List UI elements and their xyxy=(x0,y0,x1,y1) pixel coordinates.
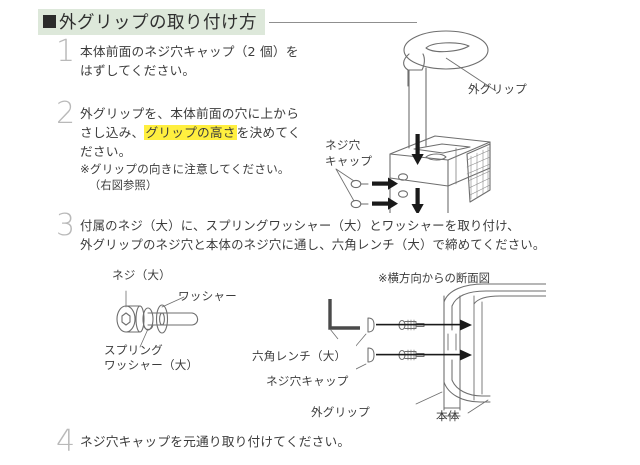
step-2-number: 2 xyxy=(56,96,76,131)
label-screw-hole-cap-top-line1: ネジ穴 xyxy=(325,138,361,152)
label-washer: ワッシャー xyxy=(178,289,237,303)
step-4: 4 ネジ穴キャップを元通り取り付けてください。 xyxy=(56,424,456,459)
step-2-highlight: グリップの高さ xyxy=(144,125,237,140)
removal-arrows xyxy=(372,177,398,210)
page-title: 外グリップの取り付け方 xyxy=(59,13,257,33)
step-1-text: 本体前面のネジ穴キャップ（2 個）を はずしてください。 xyxy=(80,42,299,80)
label-main-body: 本体 xyxy=(436,409,460,423)
step-3-text: 付属のネジ（大）に、スプリングワッシャー（大）とワッシャーを取り付け、 外グリッ… xyxy=(80,216,545,254)
step-3: 3 付属のネジ（大）に、スプリングワッシャー（大）とワッシャーを取り付け、 外グ… xyxy=(56,208,616,254)
step-2-line-3: ださい。 xyxy=(80,144,132,159)
cross-section-note: ※横方向からの断面図 xyxy=(378,271,491,285)
label-outer-grip-top: 外グリップ xyxy=(468,82,527,96)
label-screw: ネジ（大） xyxy=(112,268,171,282)
section-heading: 外グリップの取り付け方 xyxy=(38,8,628,36)
filled-square-icon xyxy=(43,15,56,28)
step-2: 2 外グリップを、本体前面の穴に上から さし込み、グリップの高さを決めてく ださ… xyxy=(56,96,346,194)
cross-section-illustration xyxy=(356,283,546,417)
label-screw-hole-cap-section: ネジ穴キャップ xyxy=(266,374,349,388)
step-2-note: ※グリップの向きに注意してください。 xyxy=(80,162,290,176)
step-2-line-2-pre: さし込み、 xyxy=(80,125,145,140)
step-3-line-2: 外グリップのネジ穴と本体のネジ穴に通し、六角レンチ（大）で締めてください。 xyxy=(80,237,546,252)
step-1-number: 1 xyxy=(56,34,76,69)
step-1-line-2: はずしてください。 xyxy=(80,63,196,78)
label-outer-grip-section: 外グリップ xyxy=(311,405,370,419)
hex-wrench-illustration xyxy=(328,299,360,340)
step-2-line-1: 外グリップを、本体前面の穴に上から xyxy=(80,106,300,121)
label-spring-washer-line1: スプリング xyxy=(104,343,163,357)
step-1: 1 本体前面のネジ穴キャップ（2 個）を はずしてください。 xyxy=(56,34,346,80)
step-2-note-sub: （右図参照） xyxy=(89,179,158,192)
step-4-text: ネジ穴キャップを元通り取り付けてください。 xyxy=(80,432,350,451)
step-4-number: 4 xyxy=(56,424,76,459)
clamp-assembly-illustration xyxy=(335,30,497,213)
insertion-arrows xyxy=(411,134,424,213)
step-3-line-1: 付属のネジ（大）に、スプリングワッシャー（大）とワッシャーを取り付け、 xyxy=(80,218,520,233)
label-spring-washer-line2: ワッシャー（大） xyxy=(104,358,199,372)
step-1-line-1: 本体前面のネジ穴キャップ（2 個）を xyxy=(80,44,299,59)
label-screw-hole-cap-top-line2: キャップ xyxy=(325,154,373,168)
label-hex-wrench: 六角レンチ（大） xyxy=(252,349,347,363)
step-4-line-1: ネジ穴キャップを元通り取り付けてください。 xyxy=(80,434,351,449)
step-2-line-2: さし込み、グリップの高さを決めてく xyxy=(80,123,301,142)
heading-divider xyxy=(269,21,417,23)
step-2-line-2-post: を決めてく xyxy=(236,125,301,140)
cross-section-arrows xyxy=(376,319,472,361)
heading-band: 外グリップの取り付け方 xyxy=(38,9,265,35)
step-2-text: 外グリップを、本体前面の穴に上から さし込み、グリップの高さを決めてく ださい。… xyxy=(80,104,301,194)
step-3-number: 3 xyxy=(56,208,76,243)
